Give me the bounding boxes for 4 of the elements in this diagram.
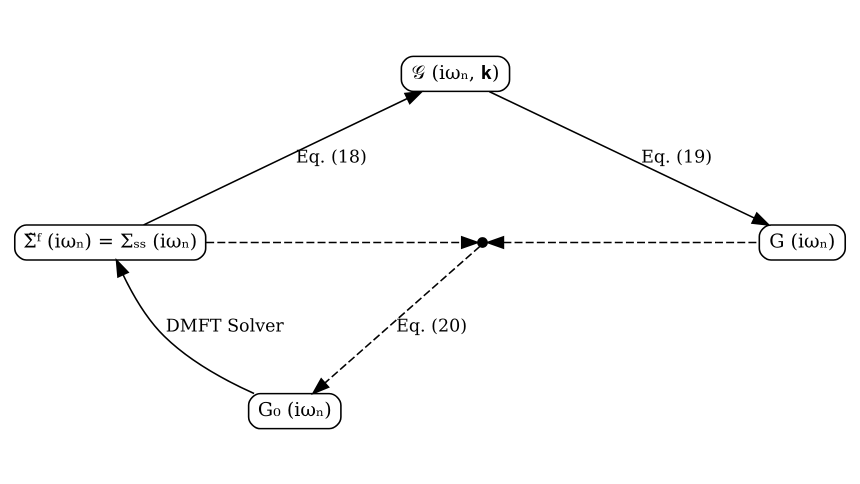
edge-label: DMFT Solver	[166, 316, 284, 336]
edge-label: Eq. (18)	[296, 147, 367, 168]
edge-label: Eq. (20)	[396, 316, 468, 336]
edge-label: Eq. (19)	[641, 147, 712, 168]
